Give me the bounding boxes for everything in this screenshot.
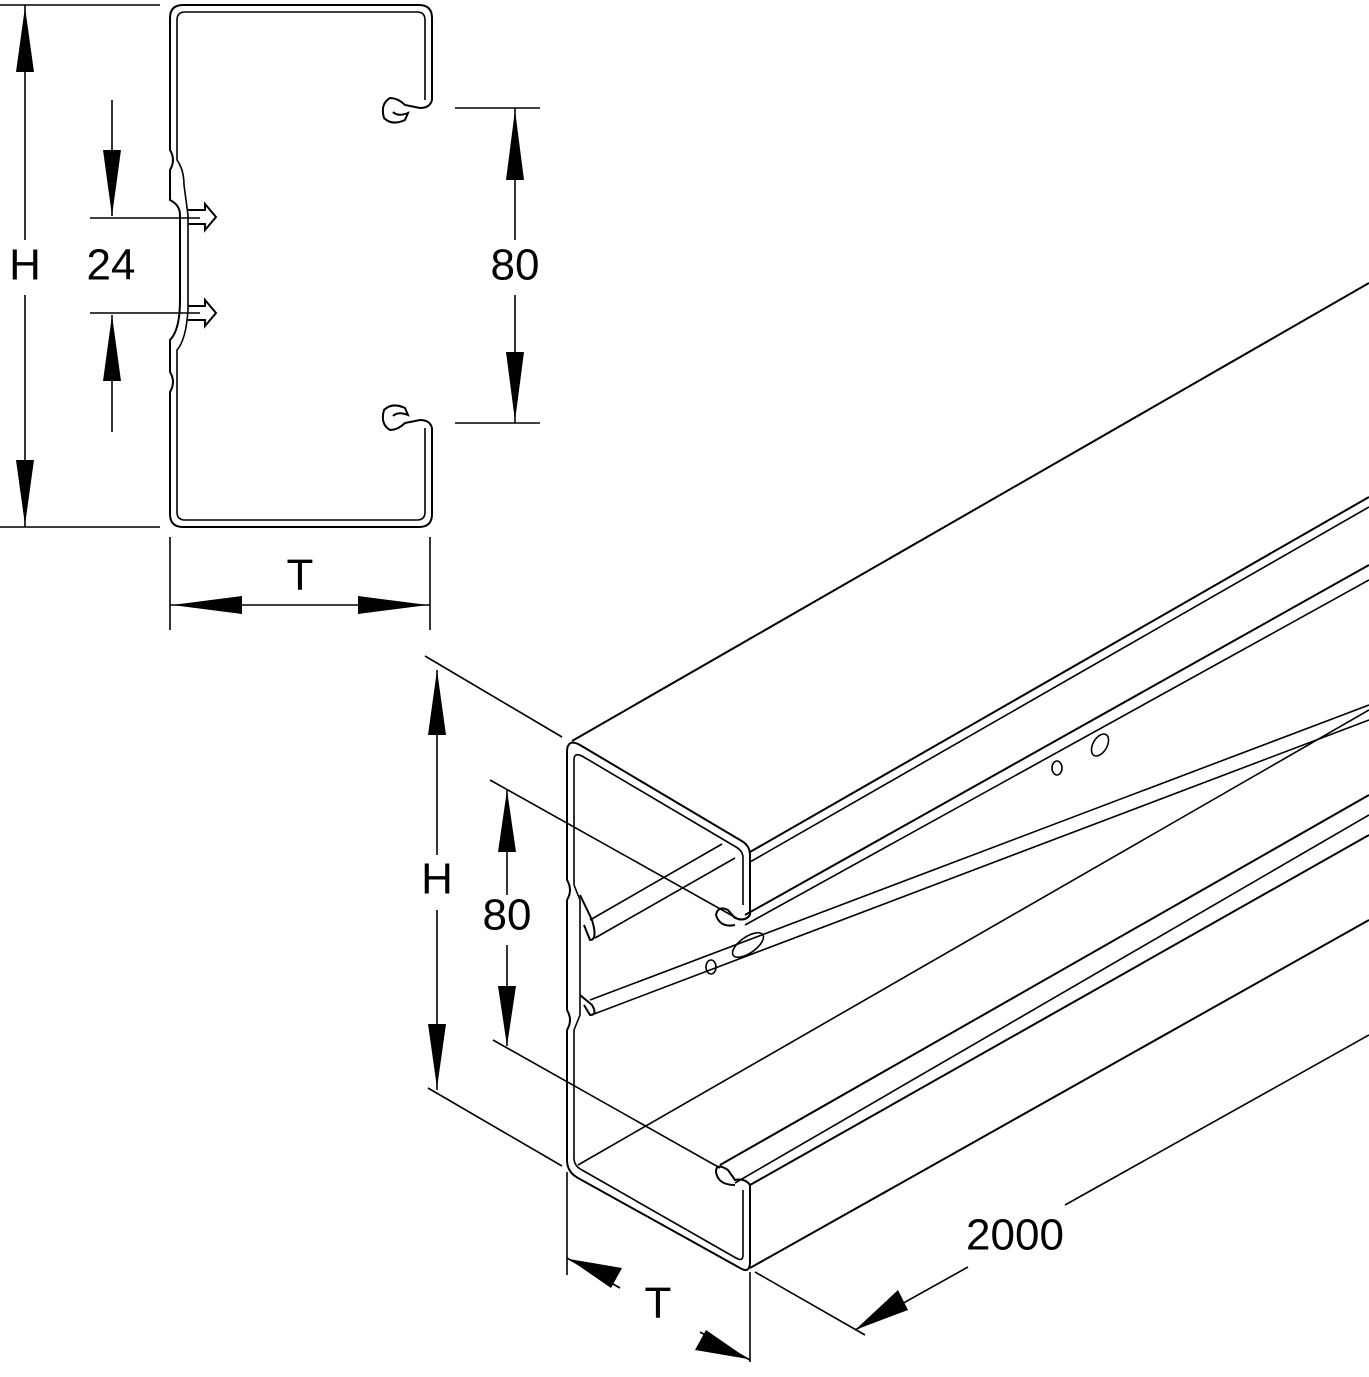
isometric-duct xyxy=(566,282,1369,1271)
iso-length-label: 2000 xyxy=(966,1211,1064,1260)
iso-opening-dimension xyxy=(489,779,741,1169)
section-height-dimension xyxy=(0,4,160,528)
iso-height-label: H xyxy=(421,855,453,904)
section-depth-dimension xyxy=(169,537,431,630)
iso-depth-label: T xyxy=(645,1279,672,1328)
section-height-label: H xyxy=(9,241,41,290)
clip-spacing-label: 24 xyxy=(87,241,136,290)
section-opening-dimension xyxy=(455,107,540,424)
iso-depth-dimension xyxy=(566,1172,751,1362)
clip-spacing-dimension xyxy=(90,100,200,432)
iso-opening-label: 80 xyxy=(483,891,532,940)
cross-section-profile xyxy=(169,4,433,528)
iso-length-dimension xyxy=(754,1034,1369,1336)
section-depth-label: T xyxy=(287,551,314,600)
section-opening-label: 80 xyxy=(491,241,540,290)
iso-height-dimension xyxy=(424,655,563,1167)
